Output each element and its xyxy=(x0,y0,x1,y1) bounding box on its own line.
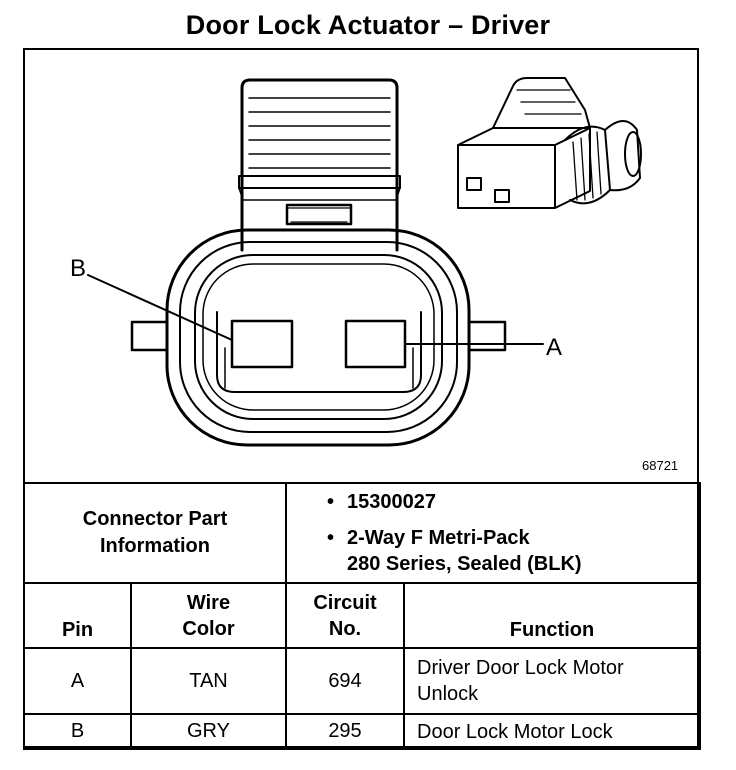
row-wire-color: GRY xyxy=(130,713,287,750)
callout-b: B xyxy=(70,255,86,282)
table-row: A TAN 694 Driver Door Lock Motor Unlock xyxy=(23,647,701,715)
connector-part-details: • 15300027 • 2-Way F Metri-Pack 280 Seri… xyxy=(285,482,701,584)
row-circuit: 694 xyxy=(285,647,405,715)
diagram-title: Door Lock Actuator – Driver xyxy=(185,10,551,40)
header-function: Function xyxy=(403,582,701,649)
table-row: B GRY 295 Door Lock Motor Lock xyxy=(23,713,701,750)
row-pin: A xyxy=(23,647,132,715)
figure-number: 68721 xyxy=(642,458,679,473)
header-wire-color: Wire Color xyxy=(130,582,287,649)
connector-part-label: Connector Part Information xyxy=(23,482,287,584)
cavity-a xyxy=(344,319,407,369)
row-wire-color: TAN xyxy=(130,647,287,715)
connector-info-table: Connector Part Information • 15300027 • … xyxy=(23,482,701,750)
leader-line-b xyxy=(87,274,233,341)
table-header-row: Pin Wire Color Circuit No. Function xyxy=(23,582,701,649)
header-circuit: Circuit No. xyxy=(285,582,405,649)
connector-illustration: B A xyxy=(70,77,642,447)
cavity-b xyxy=(230,319,294,369)
part-number-item: • 15300027 xyxy=(327,491,436,513)
row-pin: B xyxy=(23,713,132,750)
row-function: Driver Door Lock Motor Unlock xyxy=(403,647,701,715)
connector-part-row: Connector Part Information • 15300027 • … xyxy=(23,482,701,584)
connector-housing xyxy=(130,228,507,447)
row-function: Door Lock Motor Lock xyxy=(403,713,701,750)
connector-isometric-view xyxy=(457,77,642,209)
part-description-item: • 2-Way F Metri-Pack 280 Series, Sealed … xyxy=(327,527,582,575)
callout-a: A xyxy=(546,334,562,361)
connector-latch xyxy=(238,78,401,252)
header-pin: Pin xyxy=(23,582,132,649)
row-circuit: 295 xyxy=(285,713,405,750)
